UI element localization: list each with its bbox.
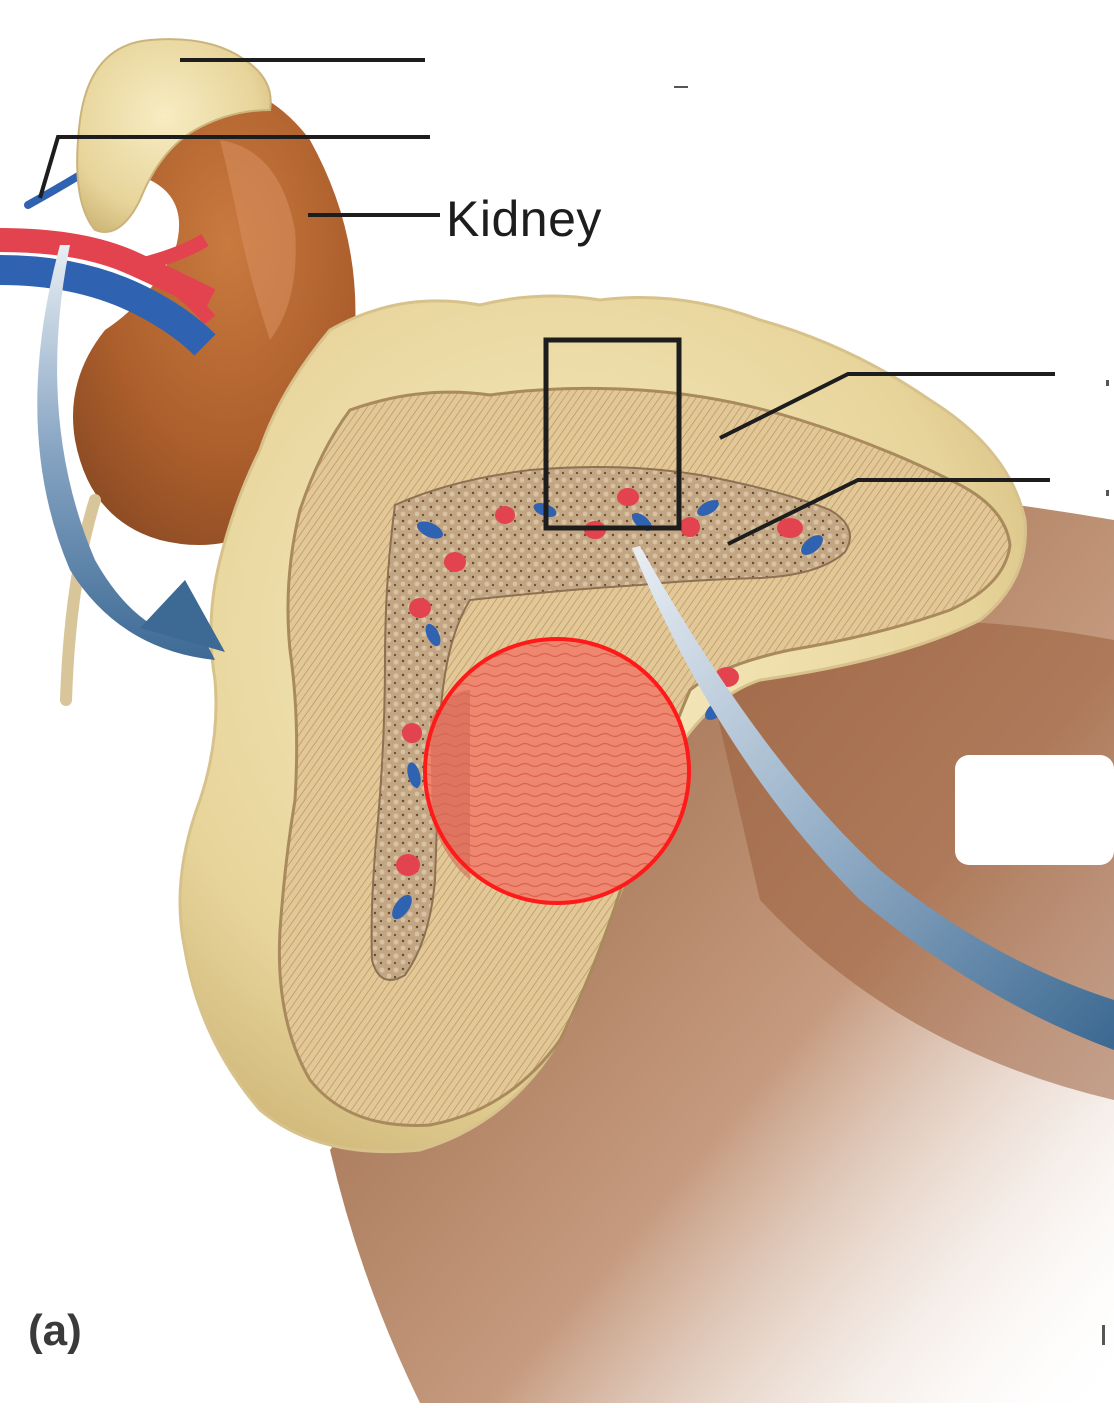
artery-icon [777, 518, 803, 538]
kidney-highlight [220, 140, 296, 340]
kidney-label: Kidney [446, 191, 602, 247]
leader-line-cortex [719, 372, 1055, 440]
vein-icon [697, 500, 719, 516]
zoom-arrow-right [632, 546, 1114, 1050]
arrowhead-icon [140, 580, 225, 652]
highlight-circle-fill [425, 639, 689, 903]
vein-icon [801, 535, 823, 555]
vein-icon [425, 623, 441, 647]
small-vein-icon [24, 171, 84, 209]
highlight-circle [423, 637, 691, 905]
vein-icon [416, 521, 444, 539]
artery-icon [495, 506, 515, 524]
artery-icon [617, 488, 639, 506]
leader-line-vessel [38, 135, 430, 199]
artery-icon [409, 598, 431, 618]
artery-icon [396, 854, 420, 876]
renal-artery-branch [138, 233, 216, 325]
ureter [60, 494, 101, 706]
vein-icon [392, 894, 412, 920]
zoom-box [543, 337, 682, 531]
vein-icon [407, 762, 421, 788]
renal-vein-icon [0, 255, 216, 356]
adrenal-medulla [370, 465, 851, 981]
artery-icon [402, 723, 422, 743]
white-mask [955, 755, 1114, 865]
artery-icon [444, 552, 466, 572]
leader-lines [38, 58, 1055, 546]
panel-letter: (a) [28, 1306, 82, 1355]
leader-line-medulla [727, 478, 1050, 546]
zoom-arrow-left [37, 245, 215, 660]
artery-icon [680, 517, 700, 537]
